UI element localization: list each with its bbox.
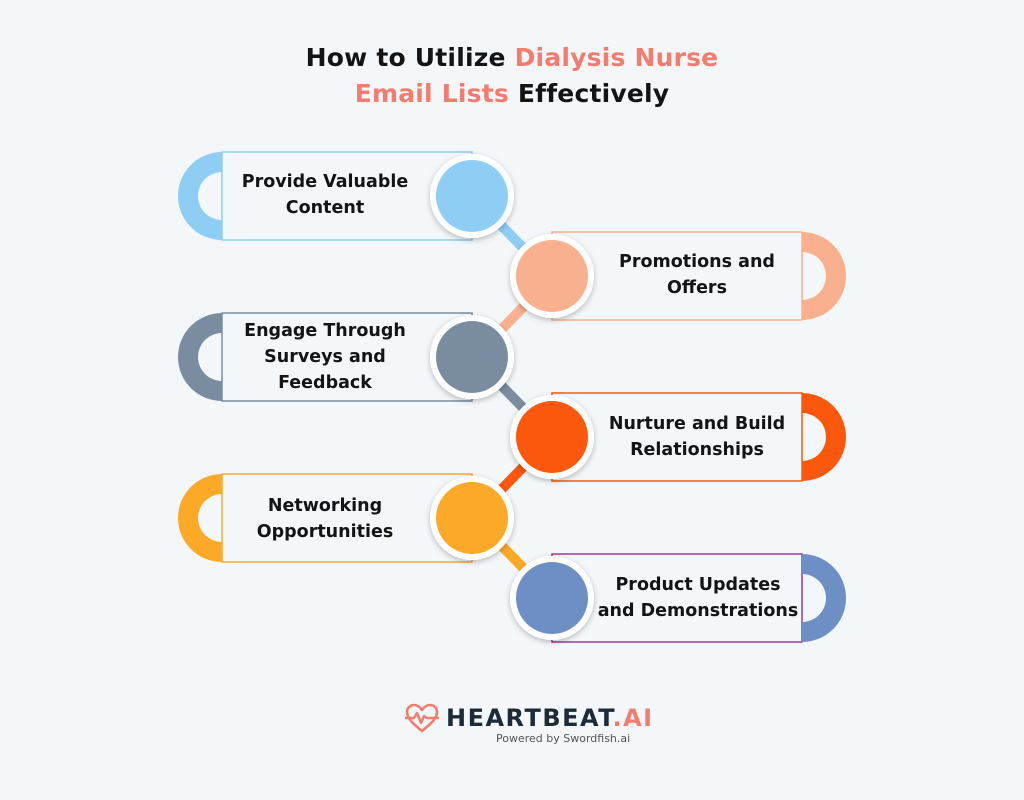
step-1-line1: Provide Valuable bbox=[241, 172, 409, 192]
step-2-label: Promotions and Offers bbox=[602, 246, 792, 304]
brand-tagline: Powered by Swordfish.ai bbox=[496, 732, 631, 745]
step-1-label: Provide Valuable Content bbox=[230, 166, 420, 224]
step-4-label: Nurture and Build Relationships bbox=[602, 408, 792, 466]
step-6-line2: and Demonstrations bbox=[597, 601, 799, 621]
step-3-line1: Engage Through bbox=[244, 321, 406, 341]
step-6-line1: Product Updates bbox=[615, 575, 781, 595]
step-2 bbox=[510, 231, 846, 321]
step-1-dot bbox=[436, 160, 508, 232]
step-5-dot bbox=[436, 482, 508, 554]
step-3 bbox=[178, 312, 514, 402]
step-6-label: Product Updates and Demonstrations bbox=[596, 569, 800, 627]
step-5-line1: Networking bbox=[267, 496, 383, 516]
step-2-dot bbox=[516, 240, 588, 312]
step-6-dot bbox=[516, 562, 588, 634]
step-1-cap bbox=[178, 152, 222, 240]
step-5-cap bbox=[178, 474, 222, 562]
step-5 bbox=[178, 473, 514, 563]
title-part1: How to Utilize bbox=[305, 43, 515, 72]
step-4-line2: Relationships bbox=[630, 440, 764, 460]
step-2-line2: Offers bbox=[667, 278, 727, 298]
brand-logo-text: HEARTBEAT.AI bbox=[446, 704, 654, 732]
step-5-line2: Opportunities bbox=[256, 522, 394, 542]
step-4 bbox=[510, 392, 846, 482]
step-2-cap bbox=[802, 232, 846, 320]
step-1-line2: Content bbox=[285, 198, 365, 218]
brand-name: HEARTBEAT bbox=[446, 704, 613, 732]
step-3-label: Engage Through Surveys and Feedback bbox=[230, 318, 420, 396]
step-1 bbox=[178, 151, 514, 241]
step-3-line3: Feedback bbox=[278, 373, 372, 393]
step-2-line1: Promotions and bbox=[619, 252, 775, 272]
step-3-line2: Surveys and bbox=[264, 347, 386, 367]
step-6-cap bbox=[802, 554, 846, 642]
page-title: How to Utilize Dialysis Nurse Email List… bbox=[0, 40, 1024, 112]
step-4-dot bbox=[516, 401, 588, 473]
title-accent-2: Email Lists bbox=[354, 79, 509, 108]
step-4-line1: Nurture and Build bbox=[608, 414, 786, 434]
step-3-dot bbox=[436, 321, 508, 393]
step-6 bbox=[510, 553, 846, 643]
step-5-label: Networking Opportunities bbox=[230, 490, 420, 548]
step-3-cap bbox=[178, 313, 222, 401]
title-accent-1: Dialysis Nurse bbox=[514, 43, 719, 72]
heart-pulse-icon bbox=[405, 703, 439, 733]
title-part2: Effectively bbox=[508, 79, 670, 108]
step-4-cap bbox=[802, 393, 846, 481]
brand-suffix: .AI bbox=[612, 704, 654, 732]
